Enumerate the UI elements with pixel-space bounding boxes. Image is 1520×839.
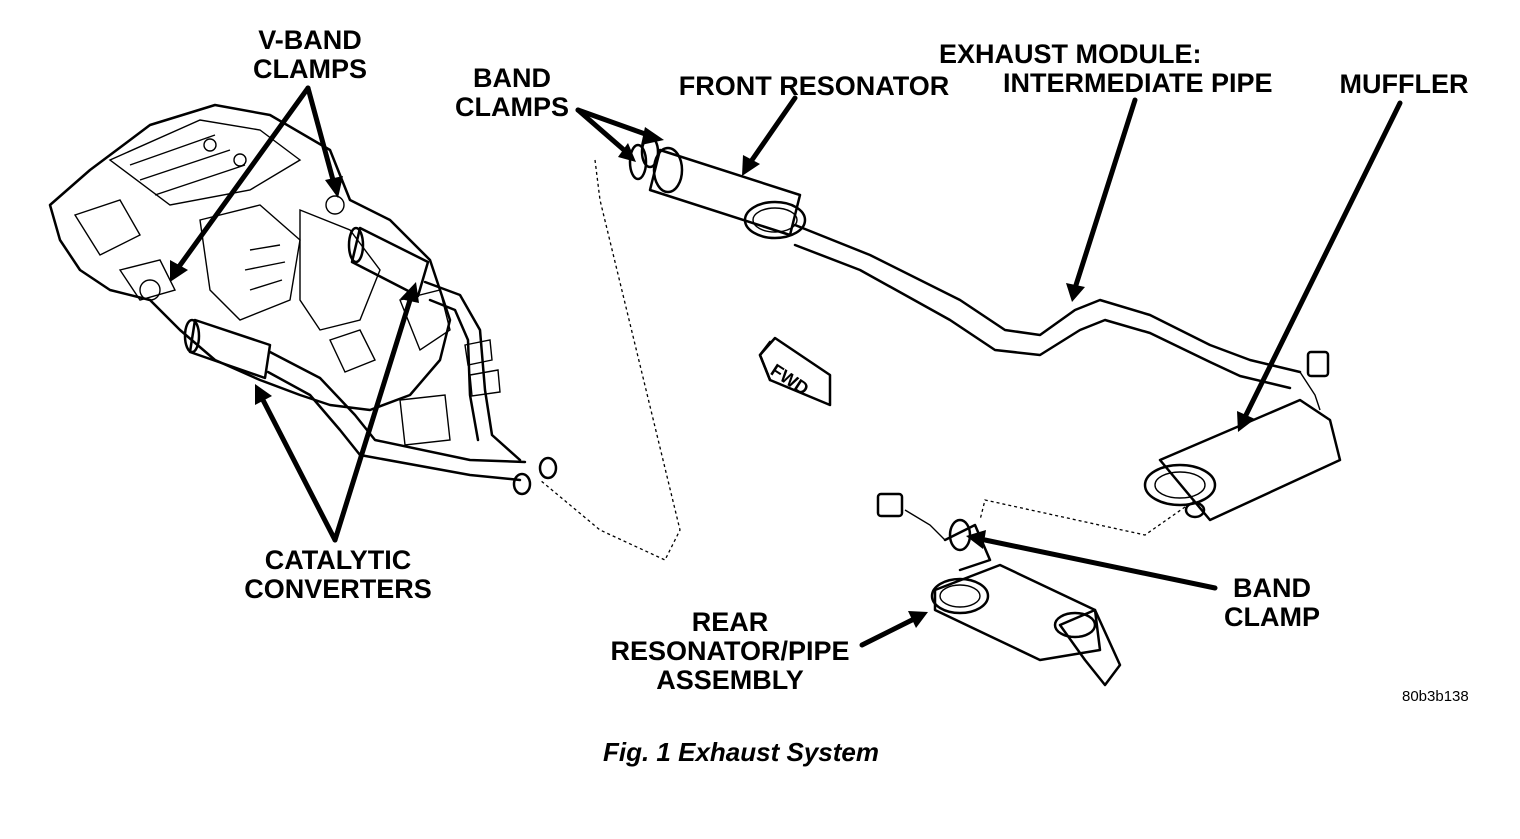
arrow-muffler [1243, 100, 1403, 418]
arrow-band-clamp [982, 537, 1218, 591]
exhaust-module-illustration [539, 135, 1342, 561]
band-clamp-label: BAND CLAMP [1212, 574, 1332, 632]
arrowhead-catalytic-2 [400, 282, 419, 303]
arrowhead-intermediate-pipe [1066, 283, 1085, 302]
arrowhead-v-band-1 [170, 260, 188, 282]
arrow-intermediate-pipe [1073, 97, 1138, 288]
arrowhead-band-clamp [966, 530, 986, 549]
arrowhead-band-clamps-1 [641, 127, 664, 145]
rear-resonator-label: REAR RESONATOR/PIPE ASSEMBLY [600, 608, 860, 695]
v-band-clamps-label: V-BAND CLAMPS [248, 26, 372, 84]
arrow-catalytic-1 [260, 397, 338, 543]
catalytic-line2: CONVERTERS [244, 574, 432, 604]
exhaust-module-line2: INTERMEDIATE PIPE [1003, 68, 1273, 98]
arrow-v-band-1 [175, 85, 311, 271]
band-clamp-line1: BAND [1233, 573, 1311, 603]
muffler-label: MUFFLER [1339, 69, 1469, 99]
rear-line1: REAR [691, 607, 769, 637]
arrowhead-rear-resonator [908, 611, 928, 628]
figure-code: 80b3b138 [1402, 688, 1469, 705]
arrowhead-muffler [1237, 411, 1255, 432]
exhaust-module-line1: EXHAUST MODULE: [939, 39, 1202, 69]
exhaust-module-label: EXHAUST MODULE: INTERMEDIATE PIPE [935, 40, 1295, 98]
figure-caption: Fig. 1 Exhaust System [603, 737, 879, 767]
band-clamps-line1: BAND [473, 63, 551, 93]
rear-line3: ASSEMBLY [656, 665, 804, 695]
arrow-v-band-2 [305, 85, 336, 183]
band-clamp-line2: CLAMP [1224, 602, 1320, 632]
arrow-front-resonator [749, 95, 798, 163]
arrow-band-clamps-1 [575, 107, 651, 138]
fwd-arrow-icon [758, 336, 832, 407]
arrowhead-band-clamps-2 [618, 143, 636, 162]
arrow-catalytic-2 [332, 297, 413, 543]
arrow-rear-resonator [859, 617, 915, 648]
engine-illustration [48, 103, 452, 412]
band-clamps-line2: CLAMPS [455, 92, 569, 122]
leader-arrows [170, 85, 1403, 648]
v-band-clamps-line1: V-BAND [258, 25, 362, 55]
band-clamps-label: BAND CLAMPS [450, 64, 574, 122]
catalytic-line1: CATALYTIC [264, 545, 412, 575]
arrow-band-clamps-2 [575, 107, 627, 153]
rear-line2: RESONATOR/PIPE [610, 636, 850, 666]
arrowhead-catalytic-1 [255, 384, 272, 405]
arrowhead-v-band-2 [325, 176, 343, 198]
front-resonator-label: FRONT RESONATOR [678, 71, 950, 101]
rear-resonator-illustration [876, 492, 1122, 687]
arrowhead-front-resonator [742, 155, 760, 176]
catalytic-converters-label: CATALYTIC CONVERTERS [238, 546, 438, 604]
catalytic-converters-illustration [183, 226, 558, 496]
v-band-clamps-line2: CLAMPS [253, 54, 367, 84]
